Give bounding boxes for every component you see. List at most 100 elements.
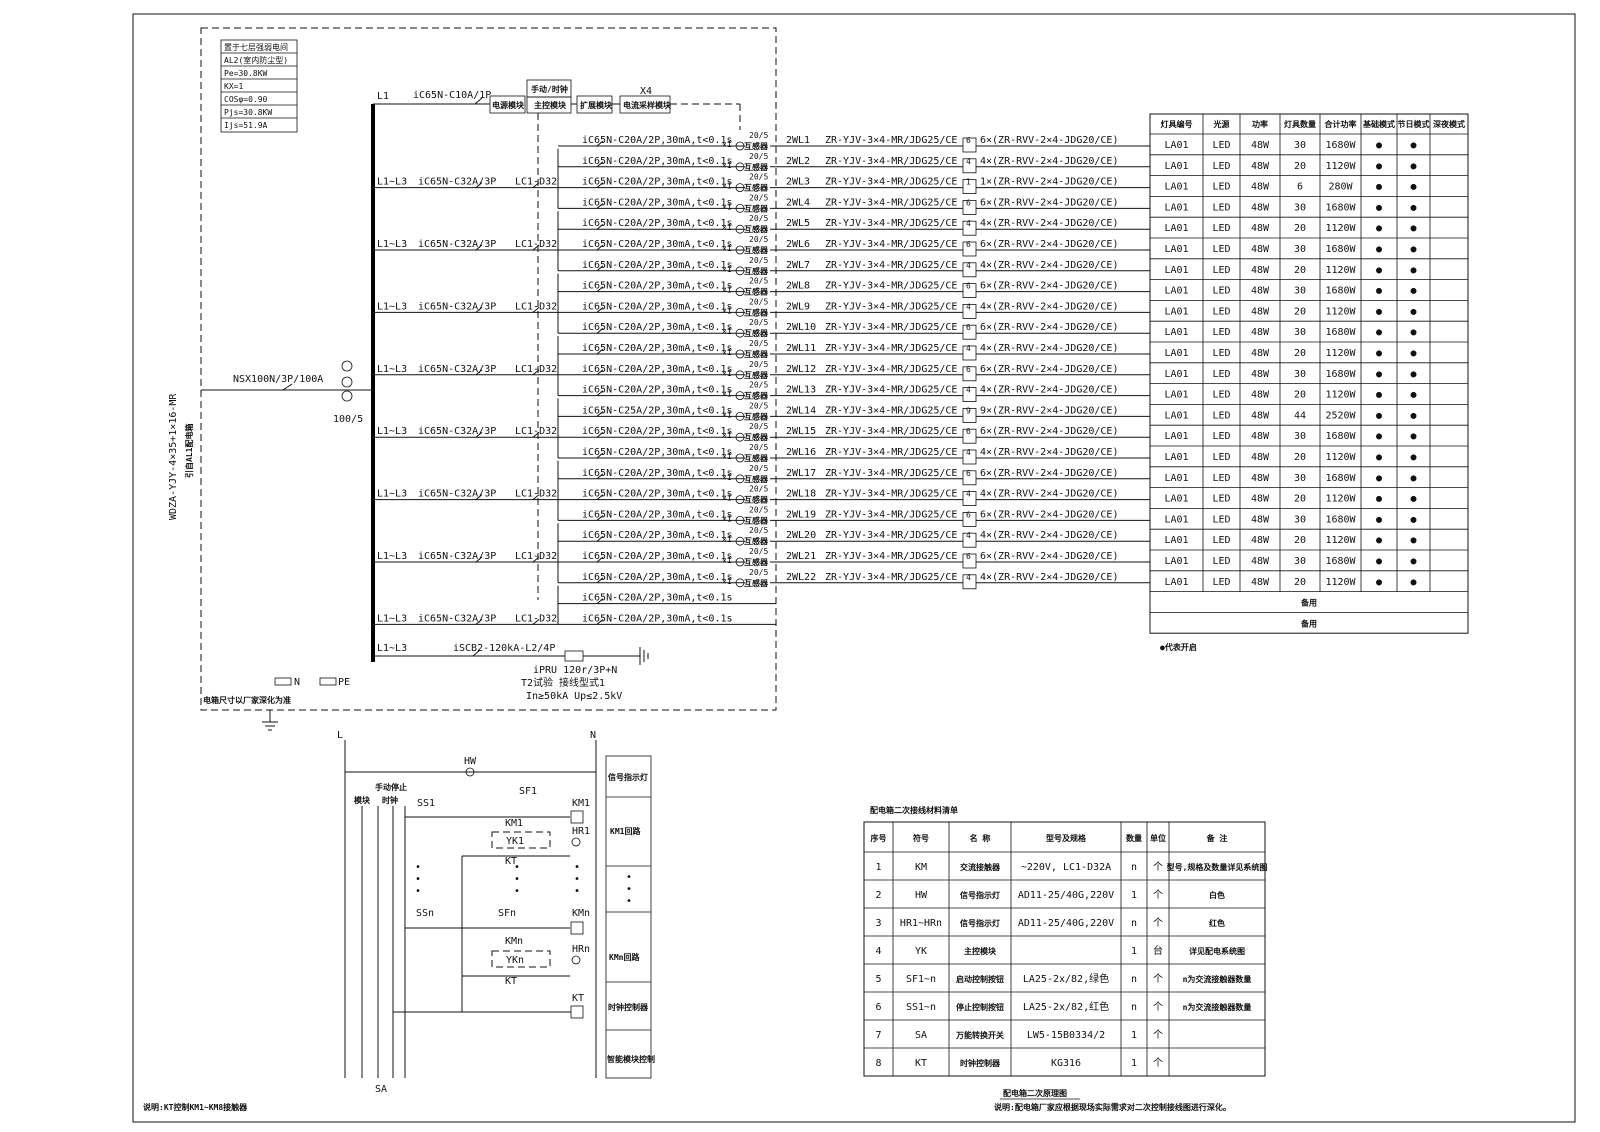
info-line-1: 置于七层强弱电间 [224, 42, 288, 52]
lamp-cell: 1680W [1325, 327, 1356, 338]
group-phase-label: L1~L3 [377, 177, 407, 188]
circuit-breaker-label: iC65N-C20A/2P,30mA,t<0.1s [582, 551, 733, 562]
power-module-box [489, 95, 526, 114]
lamp-cell: ● [1410, 223, 1416, 234]
lamp-cell: LED [1212, 577, 1230, 588]
group-breaker-label: iC65N-C32A/3P [418, 177, 496, 188]
lamp-cell: ● [1410, 452, 1416, 463]
multiplier-label: ×1 [722, 348, 732, 357]
multiplier-label: ×1 [722, 369, 732, 378]
l1-breaker-label: iC65N-C10A/1P [413, 90, 491, 101]
ct-icon [735, 474, 745, 484]
junction-box-icon [962, 553, 977, 569]
materials-cell: 2 [875, 890, 881, 901]
outgoing-cable: 6×(ZR-RVV-2×4-JDG20/CE) [980, 135, 1118, 146]
outgoing-cable: 4×(ZR-RVV-2×4-JDG20/CE) [980, 343, 1118, 354]
materials-cell: AD11-25/40G,220V [1018, 918, 1114, 929]
materials-cell: n [1131, 1002, 1137, 1013]
circuit-cable: ZR-YJV-3×4-MR/JDG25/CE [825, 260, 957, 271]
lamp-cell: ● [1410, 556, 1416, 567]
lamp-cell: 48W [1251, 473, 1270, 484]
ct-label: 互感器 [744, 453, 769, 463]
multiplier-label: ×1 [722, 410, 732, 419]
junction-box-icon [962, 470, 977, 486]
lamp-cell: LED [1212, 494, 1230, 505]
hw-indicator-lamp [465, 767, 475, 777]
lamp-cell: ● [1410, 577, 1416, 588]
ct-icon [735, 391, 745, 401]
lamp-cell: LED [1212, 223, 1230, 234]
lamp-cell: LED [1212, 431, 1230, 442]
circuit-cable: ZR-YJV-3×4-MR/JDG25/CE [825, 530, 957, 541]
lamp-cell: LA01 [1164, 265, 1188, 276]
multiplier-label: ×1 [722, 473, 732, 482]
ct-icon [735, 183, 745, 193]
fixture-count: 4 [966, 386, 971, 395]
lamp-cell: ● [1376, 182, 1382, 193]
multiplier-label: ×1 [722, 452, 732, 461]
svg-text:•: • [415, 874, 421, 885]
ct-ratio-label: 20/5 [749, 339, 768, 348]
multiplier-label: ×1 [722, 431, 732, 440]
hr1-label: HR1 [572, 826, 590, 837]
spd-line-2: T2试验 接线型式1 [521, 676, 605, 689]
ct-label: 互感器 [744, 474, 769, 484]
ctrl-n-label: N [590, 730, 596, 741]
outgoing-cable: 6×(ZR-RVV-2×4-JDG20/CE) [980, 364, 1118, 375]
junction-box-icon [962, 366, 977, 382]
circuit-breaker-label: iC65N-C20A/2P,30mA,t<0.1s [582, 301, 733, 312]
lamp-cell: 20 [1294, 452, 1306, 463]
lamp-cell: 2520W [1325, 410, 1356, 421]
lamp-cell: 48W [1251, 306, 1270, 317]
lamp-cell: ● [1376, 514, 1382, 525]
side-label-km1: KM1回路 [610, 826, 641, 836]
materials-cell: 个 [1153, 1029, 1163, 1041]
group-breaker-label: iC65N-C32A/3P [418, 426, 496, 437]
lamp-cell: LED [1212, 327, 1230, 338]
lamp-spare-row: 备用 [1300, 598, 1317, 608]
materials-cell: 个 [1153, 1057, 1163, 1069]
lamp-cell: 1120W [1325, 348, 1356, 359]
panel-info-box: 置于七层强弱电间 AL2(室内防尘型) Pe=30.8KW KX=1 COSφ=… [220, 39, 298, 133]
fixture-count: 6 [966, 365, 971, 374]
outgoing-cable: 6×(ZR-RVV-2×4-JDG20/CE) [980, 281, 1118, 292]
svg-text:•: • [574, 886, 580, 897]
distribution-box-outline [200, 27, 777, 711]
lamp-legend: ●代表开启 [1160, 642, 1197, 652]
materials-cell: 1 [1131, 946, 1137, 957]
lamp-cell: ● [1410, 535, 1416, 546]
lamp-cell: 48W [1251, 327, 1270, 338]
lamp-cell: ● [1376, 431, 1382, 442]
materials-cell: ~220V, LC1-D32A [1021, 862, 1111, 873]
ct-label: 互感器 [744, 432, 769, 442]
lamp-cell: 20 [1294, 306, 1306, 317]
circuit-id: 2WL3 [786, 177, 810, 188]
junction-box-icon [962, 220, 977, 236]
lamp-cell: 48W [1251, 265, 1270, 276]
junction-box-icon [962, 179, 977, 195]
lamp-cell: ● [1376, 161, 1382, 172]
lamp-cell: LED [1212, 452, 1230, 463]
circuit-breaker-label: iC65N-C20A/2P,30mA,t<0.1s [582, 593, 733, 604]
materials-header-cell: 单位 [1150, 833, 1166, 843]
lamp-cell: 1680W [1325, 473, 1356, 484]
lamp-cell: LED [1212, 182, 1230, 193]
lamp-cell: 48W [1251, 494, 1270, 505]
circuit-breaker-label: iC65N-C20A/2P,30mA,t<0.1s [582, 218, 733, 229]
fixture-count: 6 [966, 282, 971, 291]
pe-terminal-icon [319, 677, 337, 686]
ct-icon [735, 516, 745, 525]
materials-cell: n [1131, 918, 1137, 929]
lamp-cell: LED [1212, 410, 1230, 421]
fixture-count: 6 [966, 469, 971, 478]
info-line-5: COSφ=0.90 [224, 95, 268, 104]
ct-label: 互感器 [744, 495, 769, 505]
materials-cell: 1 [1131, 1058, 1137, 1069]
junction-box-icon [962, 345, 977, 361]
circuit-id: 2WL9 [786, 301, 810, 312]
